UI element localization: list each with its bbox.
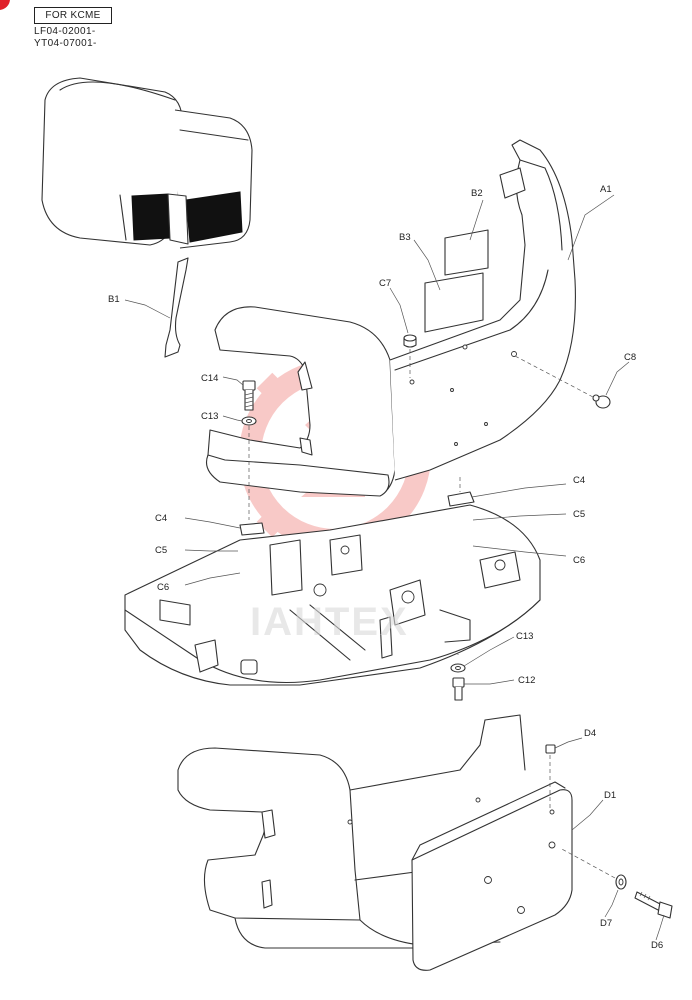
serial-range-2: YT04-07001- [34, 38, 97, 49]
part-B3-plate [424, 272, 484, 333]
label-D4: D4 [584, 728, 596, 739]
part-C13-washer-upper [241, 416, 257, 520]
part-C13-washer-lower [450, 663, 466, 673]
part-B1-stay [164, 257, 189, 358]
label-A1: A1 [600, 184, 612, 195]
label-C5-left: C5 [155, 545, 167, 556]
label-C13-lower: C13 [516, 631, 533, 642]
part-C12-bolt [452, 677, 465, 701]
label-D6: D6 [651, 940, 663, 951]
part-labels: A1 B2 B3 C7 C8 B1 C14 C13 C4 C5 C6 C4 C5… [108, 184, 663, 951]
part-A1-counterweight [205, 139, 576, 497]
part-C14-bolt [242, 380, 256, 411]
model-badge: FOR KCME [34, 7, 112, 24]
label-C14: C14 [201, 373, 218, 384]
label-C13-upper: C13 [201, 411, 218, 422]
serial-range-1: LF04-02001- [34, 26, 96, 37]
label-C7: C7 [379, 278, 391, 289]
label-B3: B3 [399, 232, 411, 243]
part-B2-plate [444, 229, 489, 276]
label-C4-right: C4 [573, 475, 585, 486]
machine-overview-icon [41, 77, 253, 249]
label-D7: D7 [600, 918, 612, 929]
part-D6-bolt [634, 891, 673, 919]
label-C6-left: C6 [157, 582, 169, 593]
label-C12: C12 [518, 675, 535, 686]
part-C7-plug [403, 334, 417, 378]
part-D1-weight [411, 781, 573, 971]
watermark-text: IAHTEX [250, 600, 409, 644]
label-C6-right: C6 [573, 555, 585, 566]
counterweight-lower-view [177, 714, 526, 949]
label-D1: D1 [604, 790, 616, 801]
revolving-frame [124, 504, 541, 686]
part-C8-cap [514, 355, 611, 409]
label-C8: C8 [624, 352, 636, 363]
part-D7-washer [559, 847, 627, 890]
part-C4-shim-right [447, 477, 475, 507]
label-B1: B1 [108, 294, 120, 305]
part-D4-plug [545, 744, 556, 810]
leader-lines [124, 194, 665, 941]
label-C4-left: C4 [155, 513, 167, 524]
page-corner-marker [0, 0, 10, 10]
label-C5-right: C5 [573, 509, 585, 520]
label-B2: B2 [471, 188, 483, 199]
part-C4-shim-left [239, 522, 265, 536]
